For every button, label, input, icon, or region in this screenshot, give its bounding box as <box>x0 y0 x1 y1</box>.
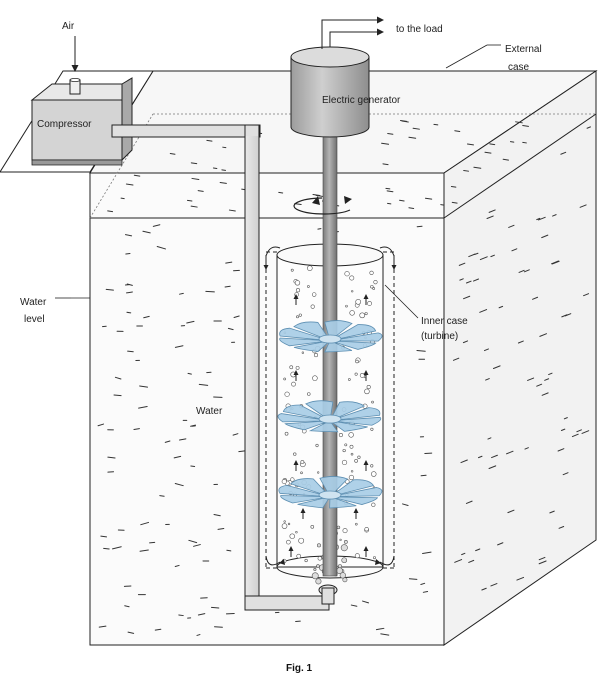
compressor-label: Compressor <box>37 119 92 130</box>
water-level-label-line2: level <box>24 314 45 325</box>
figure-caption: Fig. 1 <box>286 663 313 674</box>
air-label: Air <box>62 21 75 32</box>
inner-case-label-line1: Inner case <box>421 316 468 327</box>
turbine-blade-stage <box>279 320 383 353</box>
air-pipe-body <box>111 124 338 611</box>
turbine-blade-stage <box>277 400 382 433</box>
water-flow-arrows <box>263 246 397 566</box>
electric-generator <box>290 16 384 138</box>
leader-lines <box>55 44 501 319</box>
turbine-shaft <box>322 135 338 577</box>
generator-label: Electric generator <box>322 95 401 106</box>
turbine-blades <box>277 320 383 509</box>
water-texture <box>97 119 591 636</box>
to-load-label: to the load <box>396 24 443 35</box>
compressor <box>0 70 154 173</box>
air-inlet <box>69 79 81 95</box>
external-case-label-line2: case <box>508 62 530 73</box>
turbine-blade-stage <box>278 476 383 509</box>
inner-case-label-line2: (turbine) <box>421 331 458 342</box>
external-case-label-line1: External <box>505 44 542 55</box>
water-label: Water <box>196 406 223 417</box>
water-level-label-line1: Water <box>20 297 47 308</box>
rotation-arrow-icon <box>293 196 352 215</box>
